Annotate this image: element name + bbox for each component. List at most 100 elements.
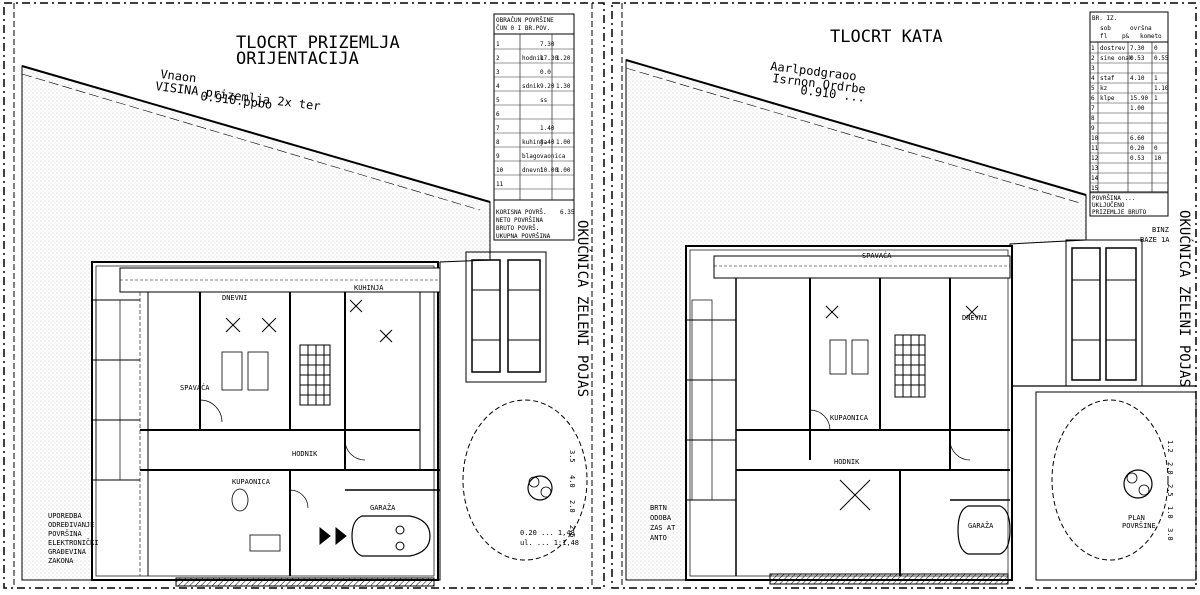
left-room-label-1: DNEVNI: [222, 294, 247, 302]
right-side-text-1: BINZ: [1152, 226, 1169, 234]
left-table-cell: 10.00: [540, 167, 558, 174]
right-table-cell: 1: [1154, 95, 1158, 102]
right-room-label-2: KUPAONICA: [830, 414, 869, 422]
left-table-cell: 4: [496, 83, 500, 90]
left-floor-plan: [91, 261, 441, 581]
left-table-footer-3: BRUTO POVRŠ.: [496, 225, 539, 232]
right-tree-label-2: POVRŠINE: [1122, 521, 1156, 530]
right-table-footer-3: PRIZEMLJE BRUTO: [1092, 209, 1147, 216]
left-table-cell: dnevni: [522, 167, 544, 174]
left-room-label-5: KUPAONICA: [232, 478, 271, 486]
right-table-cell: dostrev: [1100, 45, 1126, 52]
right-side-text-2: BAZE 1A: [1140, 236, 1170, 244]
right-terrain-boundary: [625, 59, 1087, 196]
left-table-cell: 3: [496, 69, 500, 76]
right-parking: [1012, 239, 1197, 581]
left-table-cell: hodnik: [522, 55, 544, 62]
left-subtitle-1: Vnaon: [160, 67, 198, 85]
right-vertical-dim-4: 1.0: [1166, 506, 1174, 519]
right-table-header-4: fl: [1100, 33, 1108, 40]
right-table-cell: 0.55: [1154, 55, 1169, 62]
left-table-cell: 6: [496, 111, 500, 118]
right-table-cell: 4: [1091, 75, 1095, 82]
left-vertical-dim-2: 4.0: [568, 475, 576, 488]
right-sheet: TLOCRT KATA Aarlpodgraoo Isrnon Ordrbe 0…: [611, 2, 1197, 589]
left-table-footer-1: KORISNA POVRŠ.: [496, 209, 547, 216]
terrain-boundary: [21, 65, 491, 203]
right-table-cell: 1.10: [1154, 85, 1169, 92]
right-legend-1: BRTN: [650, 504, 667, 512]
right-table-cell: 0.53: [1130, 155, 1145, 162]
right-legend-4: ANTO: [650, 534, 667, 542]
right-table-cell: 0: [1154, 45, 1158, 52]
left-room-label-3: HODNIK: [292, 450, 318, 458]
left-legend-1: UPOREDBA: [48, 512, 83, 520]
left-legend-6: ZAKONA: [48, 557, 74, 565]
left-table-cell: 0.0: [540, 69, 551, 76]
left-table-cell: 10: [496, 167, 504, 174]
left-ground-strip: [175, 577, 435, 587]
right-floor-plan: [685, 245, 1013, 581]
left-table-cell: 1.20: [556, 55, 571, 62]
right-vertical-dim-1: 1.2: [1166, 440, 1174, 453]
right-table-cell: 10: [1154, 155, 1162, 162]
right-room-label-3: HODNIK: [834, 458, 860, 466]
left-table-footer-value: 6.35: [560, 209, 575, 216]
right-sheet-frame: [611, 2, 1197, 589]
right-table-footer-1: POVRŠINA ...: [1092, 195, 1135, 202]
left-table-footer-4: UKUPNA POVRŠINA: [496, 233, 551, 240]
right-table-cell: 0.20: [1130, 145, 1145, 152]
left-legend-3: POVRŠINA: [48, 529, 83, 538]
right-table-cell: 1.00: [1130, 105, 1145, 112]
right-table-header-2: sob: [1100, 25, 1111, 32]
left-parking: [462, 251, 588, 561]
right-title-1: TLOCRT KATA: [830, 27, 943, 47]
left-table-cell: ss: [540, 97, 548, 104]
right-table-header-5: p&: [1122, 33, 1130, 40]
right-table-cell: 7: [1091, 105, 1095, 112]
left-table-cell: 7.30: [540, 41, 555, 48]
right-room-label-4: GARAŽA: [968, 521, 994, 530]
right-table-cell: 1: [1091, 45, 1095, 52]
right-table-cell: 1: [1154, 75, 1158, 82]
left-sheet: TLOCRT PRIZEMLJA ORIJENTACIJA Vnaon VISI…: [3, 2, 605, 589]
right-table-cell: 11: [1091, 145, 1099, 152]
right-table-cell: 6: [1091, 95, 1095, 102]
right-legend-2: ODOBA: [650, 514, 672, 522]
left-table-cell: 9: [496, 153, 500, 160]
right-table-cell: 12: [1091, 155, 1099, 162]
right-table-cell: 15.90: [1130, 95, 1148, 102]
left-table-header-2: ČUN 0 I BR.POV.: [496, 25, 550, 32]
left-table-cell: 1: [496, 41, 500, 48]
right-table-cell: sine onak: [1100, 55, 1133, 62]
right-table-header-6: kometo: [1140, 33, 1162, 40]
right-table-cell: 13: [1091, 165, 1099, 172]
right-table-cell: 8: [1091, 115, 1095, 122]
left-scale-note-2: ul. ... 1:1,48: [520, 539, 579, 547]
right-table-footer-2: UKLJUČENO: [1092, 202, 1125, 209]
left-table-cell: kuhinja: [522, 139, 548, 146]
left-table-cell: 1.30: [556, 83, 571, 90]
left-table-cell: 1.40: [540, 125, 555, 132]
left-table-cell: 8: [496, 139, 500, 146]
right-room-label-5: DNEVNI: [962, 314, 987, 322]
terrain-boundary-inner: [21, 73, 481, 211]
left-vertical-text: OKUĆNICA ZELENI POJAS: [574, 220, 592, 397]
left-room-label-6: GARAŽA: [370, 503, 396, 512]
left-table-cell: 8.40: [540, 139, 555, 146]
right-table-cell: 5: [1091, 85, 1095, 92]
left-sheet-frame: [3, 2, 605, 589]
left-room-label-2: KUHINJA: [354, 284, 384, 292]
right-table-cell: 7.30: [1130, 45, 1145, 52]
right-table-cell: 14: [1091, 175, 1099, 182]
right-table-cell: 10: [1091, 135, 1099, 142]
left-table-header-1: OBRAČUN POVRŠINE: [496, 17, 554, 24]
right-tree-label-1: PLAN: [1128, 514, 1145, 522]
right-terrain-boundary-inner: [625, 67, 1081, 204]
right-vertical-dim-2: 2.0: [1166, 462, 1174, 475]
right-table-header-3: ovršna: [1130, 25, 1152, 32]
left-table-cell: 7: [496, 125, 500, 132]
